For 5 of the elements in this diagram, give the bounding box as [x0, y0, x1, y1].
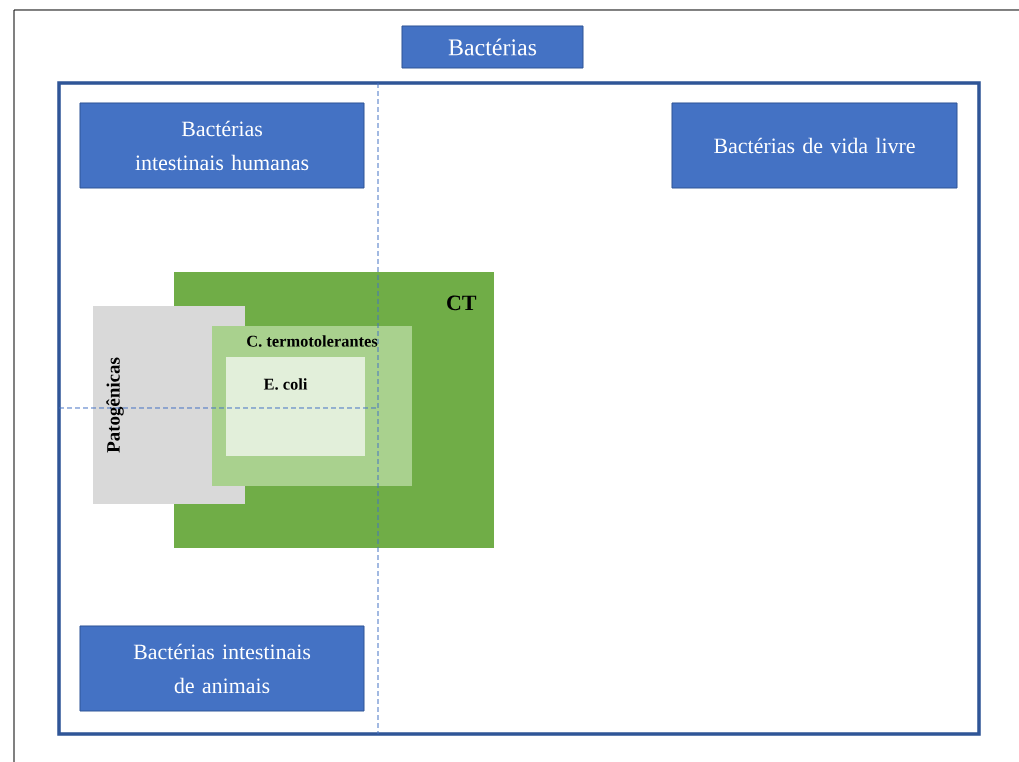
category-box: Bactérias de vida livre: [671, 102, 958, 189]
group-box: E. coli: [226, 357, 365, 456]
category-box: Bactérias intestinais humanas: [79, 102, 365, 189]
category-box: Bactérias intestinais de animais: [79, 625, 365, 712]
node-label: Bactérias: [448, 38, 537, 56]
